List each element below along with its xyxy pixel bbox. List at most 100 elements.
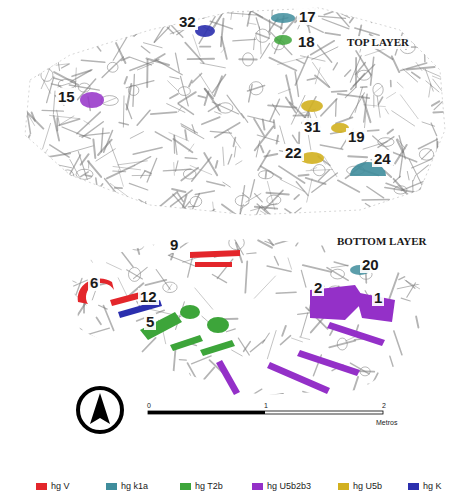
legend-text: hg K — [423, 481, 442, 491]
bone-stroke — [149, 240, 154, 245]
bone-stroke — [307, 78, 315, 80]
bone-stroke — [387, 93, 396, 99]
bone-stroke — [106, 263, 121, 270]
bone-stroke — [113, 34, 128, 60]
top-individuals — [80, 13, 386, 176]
bone-stroke — [330, 8, 350, 18]
bone-stroke — [98, 207, 119, 217]
bone-stroke — [300, 337, 310, 340]
bone-stroke — [241, 114, 247, 123]
legend-swatch — [338, 483, 349, 490]
bone-stroke — [313, 62, 330, 87]
bone-stroke — [419, 139, 438, 148]
bone-stroke — [227, 13, 256, 15]
callout-number: 2 — [312, 279, 324, 296]
bone-stroke — [221, 19, 224, 47]
bone-stroke — [86, 190, 94, 192]
bone-stroke — [178, 92, 195, 103]
skull-outline — [360, 367, 370, 376]
skull-outline — [36, 202, 53, 215]
bone-stroke — [56, 64, 68, 65]
bone-stroke — [264, 154, 277, 157]
bone-stroke — [96, 317, 100, 324]
bone-stroke — [254, 276, 275, 298]
bone-stroke — [364, 17, 385, 25]
bone-stroke — [371, 7, 399, 22]
bone-stroke — [412, 156, 439, 168]
callout-number: 6 — [88, 274, 100, 291]
bone-stroke — [440, 140, 445, 148]
bone-stroke — [428, 200, 435, 214]
bone-stroke — [387, 216, 397, 223]
bone-stroke — [63, 37, 79, 39]
bone-stroke — [392, 201, 394, 228]
bone-stroke — [413, 175, 415, 181]
bone-stroke — [385, 187, 416, 192]
bone-stroke — [208, 395, 231, 398]
bone-stroke — [432, 101, 439, 105]
bone-stroke — [276, 235, 307, 244]
bone-stroke — [397, 82, 403, 88]
bone-stroke — [51, 84, 60, 86]
bone-stroke — [227, 95, 244, 118]
skull-outline — [61, 170, 73, 183]
bone-stroke — [355, 87, 362, 112]
skull-outline — [130, 241, 144, 250]
callout-number: 31 — [302, 118, 323, 135]
bone-stroke — [76, 187, 78, 193]
bone-stroke — [39, 149, 48, 163]
bone-stroke — [396, 7, 402, 24]
bone-stroke — [263, 119, 265, 129]
bone-stroke — [61, 175, 74, 178]
legend-item: hg U5b — [338, 481, 382, 491]
bone-stroke — [70, 160, 80, 178]
bone-stroke — [250, 207, 260, 229]
bottom-individuals — [78, 250, 395, 395]
bone-stroke — [127, 84, 132, 110]
bone-stroke — [81, 60, 104, 62]
skull-outline — [256, 29, 270, 42]
bone-stroke — [237, 204, 244, 226]
bone-stroke — [145, 280, 166, 285]
bone-stroke — [17, 94, 23, 116]
bone-stroke — [327, 268, 348, 281]
bone-stroke — [422, 29, 430, 57]
bone-stroke — [236, 161, 242, 165]
bone-stroke — [208, 104, 220, 111]
bone-stroke — [259, 27, 261, 54]
skull-outline — [78, 83, 90, 92]
bone-stroke — [158, 192, 178, 209]
legend-item: hg T2b — [180, 481, 223, 491]
bone-stroke — [98, 27, 105, 38]
bone-stroke — [365, 202, 386, 224]
bone-stroke — [256, 33, 269, 38]
bone-stroke — [125, 77, 127, 84]
bone-stroke — [95, 192, 108, 198]
bone-stroke — [257, 135, 279, 142]
bone-stroke — [47, 163, 71, 168]
bone-stroke — [109, 141, 120, 170]
bone-stroke — [250, 180, 254, 197]
bone-stroke — [404, 28, 411, 33]
bone-stroke — [300, 56, 325, 61]
bone-stroke — [154, 27, 169, 43]
bone-stroke — [33, 196, 36, 212]
bone-stroke — [88, 355, 90, 372]
bone-stroke — [64, 334, 79, 358]
bone-stroke — [62, 317, 82, 329]
bone-stroke — [21, 82, 24, 90]
bone-stroke — [257, 204, 276, 221]
bone-stroke — [133, 371, 159, 382]
bone-stroke — [134, 237, 139, 254]
north-arrow — [78, 388, 122, 432]
skull-outline — [331, 269, 345, 279]
legend-text: hg k1a — [121, 481, 148, 491]
bone-stroke — [247, 86, 264, 91]
bone-stroke — [263, 333, 270, 343]
bone-stroke — [429, 84, 431, 97]
bone-stroke — [42, 110, 63, 112]
bone-stroke — [20, 53, 38, 75]
bone-stroke — [430, 167, 435, 184]
bone-stroke — [94, 212, 117, 224]
bone-stroke — [54, 181, 68, 209]
